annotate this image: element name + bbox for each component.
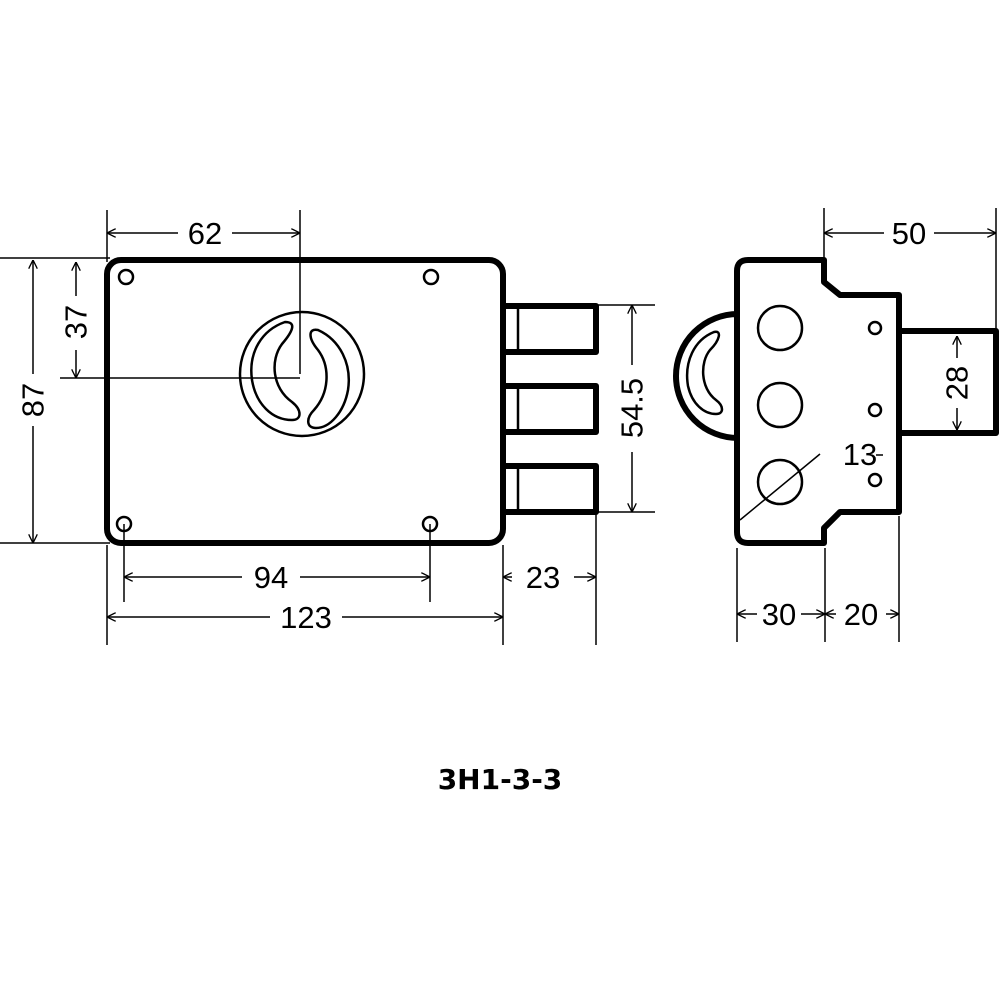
front-view: 62 37 87 54.5 [0, 210, 655, 645]
side-screw-hole-2 [867, 402, 883, 418]
dim-bolt-span: 54.5 [596, 304, 655, 513]
side-view: 13 50 28 30 20 [673, 208, 999, 642]
bolt-middle [500, 383, 599, 435]
side-body-profile [734, 257, 902, 546]
model-code: 3H1-3-3 [438, 763, 563, 796]
side-screw-hole-1 [867, 320, 883, 336]
dim-label-20: 20 [844, 597, 878, 632]
dim-strike-height: 28 [940, 336, 975, 430]
dim-label-30: 30 [762, 597, 796, 632]
dim-label-37: 37 [59, 305, 94, 339]
dim-label-94: 94 [254, 560, 288, 595]
cylinder-hole-middle [756, 381, 804, 429]
dim-flange-depth: 20 [825, 597, 899, 632]
dim-body-width: 123 [106, 545, 504, 645]
bolt-bottom [500, 463, 599, 515]
dim-label-87: 87 [16, 383, 51, 417]
dim-hole-diameter: 13 [739, 437, 883, 521]
strike-plate [895, 328, 999, 436]
dim-keyhole-offset-x: 62 [106, 210, 301, 374]
dim-label-23: 23 [526, 560, 560, 595]
dim-label-50: 50 [892, 216, 926, 251]
side-screw-hole-3 [867, 472, 883, 488]
side-knob [673, 311, 741, 441]
dim-label-54-5: 54.5 [615, 378, 650, 438]
dim-body-depth: 30 [736, 516, 900, 642]
dim-body-height: 87 [0, 257, 110, 544]
dim-bolt-throw: 23 [503, 514, 597, 645]
dim-label-62: 62 [188, 216, 222, 251]
dim-label-13: 13 [843, 437, 877, 472]
cylinder-hole-bottom [756, 458, 804, 506]
dim-overall-depth: 50 [823, 208, 997, 333]
dim-screw-spacing: 94 [123, 524, 431, 602]
cylinder-hole-top [756, 304, 804, 352]
dim-label-123: 123 [280, 600, 332, 635]
lock-case-body [104, 257, 506, 546]
keyhole-knob [238, 310, 366, 438]
screw-hole-top-left [117, 268, 135, 286]
dim-label-28: 28 [940, 366, 975, 400]
bolt-top [500, 303, 599, 355]
dim-keyhole-offset-y: 37 [59, 262, 300, 379]
screw-hole-top-right [422, 268, 440, 286]
